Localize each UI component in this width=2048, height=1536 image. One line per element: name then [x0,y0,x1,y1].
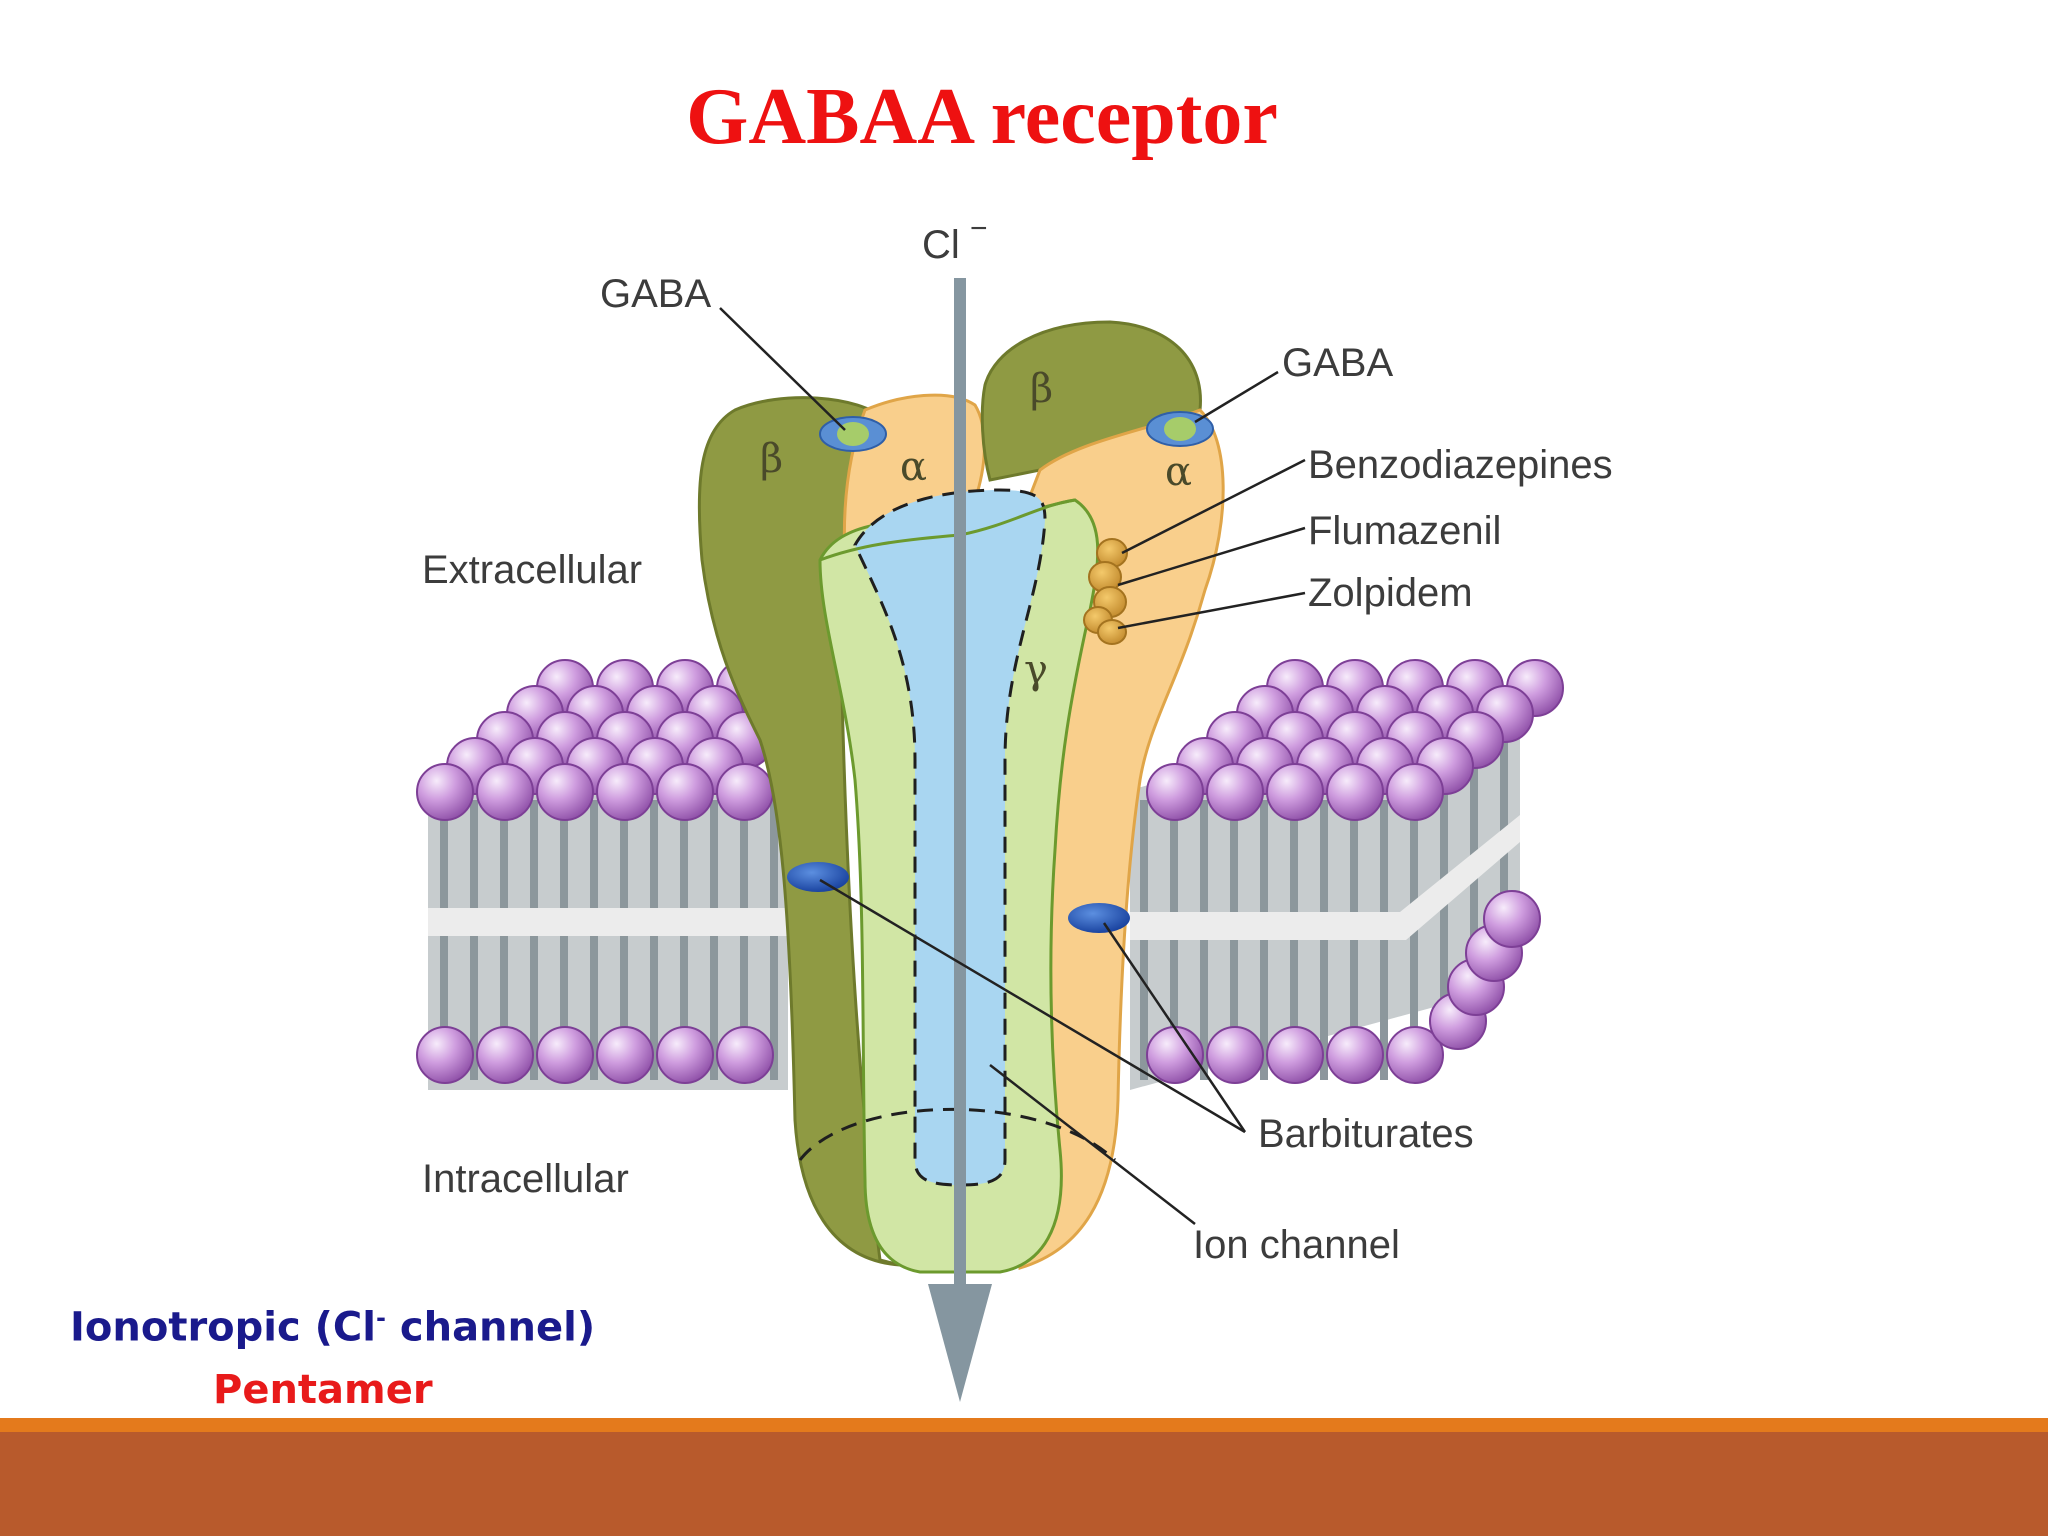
svg-text:Cl: Cl [922,223,960,267]
barbiturate-site-right [1068,903,1130,933]
lipid-head [1386,763,1444,821]
benzodiazepine-site [1083,538,1128,645]
lipid-head [656,763,714,821]
label-beta-left: β [760,436,783,482]
gabaa-receptor-diagram: Cl − β α β α γ GABA GABA Benzodiazepines… [416,212,1613,1402]
receptor [697,320,1225,1274]
label-zolpidem: Zolpidem [1308,571,1473,615]
chloride-flow-arrow [928,278,992,1402]
ion-channel-pore [855,490,1045,1185]
lipid-head [1483,890,1541,948]
lipid-head [596,1026,654,1084]
lipid-head [1326,763,1384,821]
lipid-head [656,1026,714,1084]
lipid-head [1386,1026,1444,1084]
lipid-head [716,1026,774,1084]
label-gamma: γ [1024,647,1048,693]
membrane-left [416,659,788,1090]
lipid-head [1266,763,1324,821]
lipid-head [1206,763,1264,821]
svg-text:−: − [970,212,988,245]
label-gaba-left: GABA [600,272,711,316]
pore-bottom-outline [798,1107,1117,1162]
barbiturate-site-left [787,862,849,892]
lipid-head [1266,1026,1324,1084]
label-ion-channel: Ion channel [1193,1223,1400,1267]
lipid-head [416,1026,474,1084]
lipid-head [536,763,594,821]
label-extracellular: Extracellular [422,548,642,592]
chloride-ion-label: Cl − [922,212,988,267]
lipid-head [1326,1026,1384,1084]
lipid-head [1146,763,1204,821]
label-flumazenil: Flumazenil [1308,509,1501,553]
footer-accent-stripe [0,1418,2048,1432]
lipid-head [596,763,654,821]
label-benzodiazepines: Benzodiazepines [1308,443,1613,487]
lipid-head [416,763,474,821]
label-barbiturates: Barbiturates [1258,1112,1474,1156]
gaba-binding-site-left [819,416,887,452]
caption-channel-text: channel) [385,1304,596,1351]
caption-ionotropic: Ionotropic (Cl- channel) [70,1304,595,1350]
footer-bar [0,1432,2048,1536]
caption-pentamer: Pentamer [213,1367,433,1413]
slide-title: GABAA receptor [686,73,1278,161]
lipid-heads-right [1146,659,1564,1084]
lipid-head [476,1026,534,1084]
label-beta-right: β [1030,366,1053,412]
lipid-head [1206,1026,1264,1084]
label-intracellular: Intracellular [422,1157,629,1201]
label-alpha-right: α [1165,449,1192,495]
leader-lines [719,307,1306,1225]
caption-charge-sup: - [375,1304,386,1332]
lipid-head [536,1026,594,1084]
lipid-tails-left [440,800,778,1080]
label-gaba-right: GABA [1282,341,1393,385]
lipid-head [716,763,774,821]
membrane-right [1130,659,1564,1090]
caption-ionotropic-text: Ionotropic (Cl [70,1304,376,1351]
pore-outline [853,488,1047,1187]
lipid-head [476,763,534,821]
label-alpha-left: α [900,444,927,490]
lipid-head [1146,1026,1204,1084]
